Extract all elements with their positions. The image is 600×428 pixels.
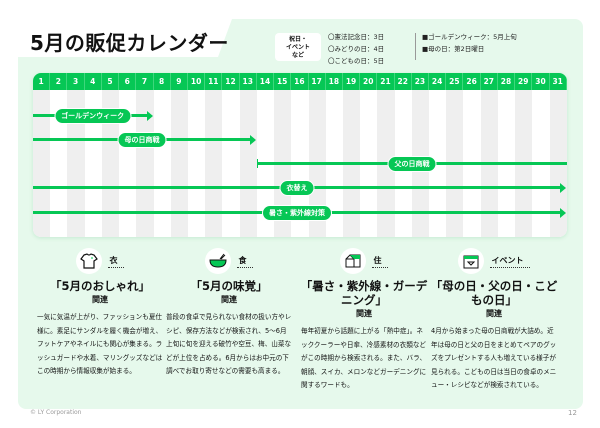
- day-header: 3: [67, 73, 85, 90]
- day-column: [33, 90, 51, 237]
- section-body: 普段の食卓で見られない食材の扱い方やレシピ、保存方法などが検索され、5〜6月上旬…: [166, 313, 292, 375]
- day-header: 26: [463, 73, 481, 90]
- day-header: 14: [257, 73, 275, 90]
- day-column: [239, 90, 257, 237]
- section-category: 衣: [107, 255, 124, 268]
- arrow-head-icon: [146, 110, 153, 121]
- campaign-label: 衣替え: [279, 179, 315, 196]
- day-column: [188, 90, 205, 237]
- day-header: 23: [412, 73, 430, 90]
- day-header: 9: [171, 73, 188, 90]
- tshirt-icon: [76, 248, 103, 274]
- day-columns: [33, 90, 567, 237]
- rice-bowl-icon: [205, 248, 232, 274]
- section-body: 4月から始まった母の日商戦が大詰め。近年は母の日と父の日をまとめてペアのグッズを…: [431, 327, 557, 389]
- campaign-bar: 母の日商戦: [33, 131, 256, 148]
- section-heading: 「母の日・父の日・こどもの日」: [430, 279, 558, 307]
- section-heading: 「5月のおしゃれ」: [49, 279, 150, 293]
- campaign-bar: 父の日商戦: [256, 155, 567, 172]
- section-related: 関連: [356, 309, 372, 318]
- day-header: 4: [85, 73, 102, 90]
- day-header: 22: [395, 73, 412, 90]
- day-header: 28: [498, 73, 516, 90]
- section-category: 食: [236, 255, 253, 268]
- section-home: 住 「暑さ・紫外線・ガーデニング」 関連 毎年初夏から話題に上がる「熱中症」。ネ…: [297, 248, 431, 393]
- day-column: [205, 90, 223, 237]
- day-header: 18: [326, 73, 343, 90]
- holiday-list: 〇憲法記念日：3日 〇みどりの日：4日 〇こどもの日：5日: [328, 31, 384, 67]
- campaign-bar: 衣替え: [33, 179, 566, 196]
- day-header: 17: [309, 73, 326, 90]
- day-header: 31: [550, 73, 567, 90]
- section-related: 関連: [221, 295, 237, 304]
- section-heading: 「暑さ・紫外線・ガーデニング」: [300, 279, 428, 307]
- section-body: 毎年初夏から話題に上がる「熱中症」。ネッククーラーや日傘、冷感素材の衣類などがこ…: [301, 327, 427, 389]
- day-column: [67, 90, 85, 237]
- page-title: 5月の販促カレンダー: [30, 31, 229, 55]
- section-category: イベント: [489, 255, 530, 268]
- campaign-bar: 暑さ・紫外線対策: [33, 204, 566, 221]
- section-heading: 「5月の味覚」: [190, 279, 268, 293]
- day-header: 15: [274, 73, 292, 90]
- day-header: 30: [532, 73, 550, 90]
- campaign-label: 父の日商戦: [387, 155, 437, 172]
- day-header: 1: [33, 73, 51, 90]
- day-header: 29: [515, 73, 533, 90]
- section-category: 住: [371, 255, 388, 268]
- event-list: ■ゴールデンウィーク：5月上旬 ■母の日：第2日曜日: [422, 31, 517, 55]
- day-header: 16: [291, 73, 309, 90]
- calendar-icon: [458, 248, 485, 274]
- arrow-head-icon: [249, 134, 256, 145]
- day-column: [136, 90, 154, 237]
- event-item: ■ゴールデンウィーク：5月上旬: [422, 33, 517, 41]
- legend-label-line: など: [291, 52, 304, 59]
- day-header: 2: [50, 73, 68, 90]
- day-header: 19: [343, 73, 361, 90]
- section-event: イベント 「母の日・父の日・こどもの日」 関連 4月から始まった母の日商戦が大詰…: [427, 248, 561, 393]
- day-column: [222, 90, 239, 237]
- day-header: 10: [188, 73, 206, 90]
- campaign-label: ゴールデンウィーク: [54, 107, 132, 124]
- copyright: © LY Corporation: [30, 409, 82, 416]
- section-food: 食 「5月の味覚」 関連 普段の食卓で見られない食材の扱い方やレシピ、保存方法な…: [162, 248, 296, 379]
- day-header: 21: [377, 73, 395, 90]
- holiday-item: 〇こどもの日：5日: [328, 57, 385, 65]
- campaign-bar: ゴールデンウィーク: [33, 107, 153, 124]
- day-column: [154, 90, 171, 237]
- legend-label-line: 祝日・: [288, 36, 307, 43]
- campaign-label: 暑さ・紫外線対策: [262, 204, 332, 221]
- section-related: 関連: [92, 295, 108, 304]
- day-header: 6: [119, 73, 137, 90]
- day-header: 7: [136, 73, 154, 90]
- holiday-item: 〇憲法記念日：3日: [328, 33, 385, 41]
- legend-label-line: イベント: [285, 44, 310, 51]
- day-column: [101, 90, 120, 237]
- holiday-item: 〇みどりの日：4日: [328, 45, 385, 53]
- day-header: 12: [222, 73, 240, 90]
- section-body: 一気に気温が上がり、ファッションも夏仕様に。素足にサンダルを履く機会が増え、フッ…: [37, 313, 163, 375]
- day-header: 13: [240, 73, 257, 90]
- campaign-label: 母の日商戦: [117, 131, 167, 148]
- day-header: 25: [446, 73, 464, 90]
- event-item: ■母の日：第2日曜日: [422, 45, 485, 53]
- arrow-head-icon: [560, 182, 566, 193]
- day-header: 24: [429, 73, 447, 90]
- day-header: 8: [154, 73, 171, 90]
- day-header: 20: [360, 73, 378, 90]
- divider: [415, 33, 416, 60]
- section-related: 関連: [486, 309, 502, 318]
- day-header: 11: [205, 73, 223, 90]
- day-header: 5: [102, 73, 120, 90]
- section-clothing: 衣 「5月のおしゃれ」 関連 一気に気温が上がり、ファッションも夏仕様に。素足に…: [33, 248, 167, 379]
- day-header: 27: [481, 73, 498, 90]
- page-number: 12: [568, 409, 577, 417]
- house-icon: [340, 248, 367, 274]
- arrow-head-icon: [560, 207, 566, 218]
- day-column: [170, 90, 188, 237]
- start-tick: [256, 159, 259, 168]
- legend-label: 祝日・ イベント など: [275, 33, 321, 61]
